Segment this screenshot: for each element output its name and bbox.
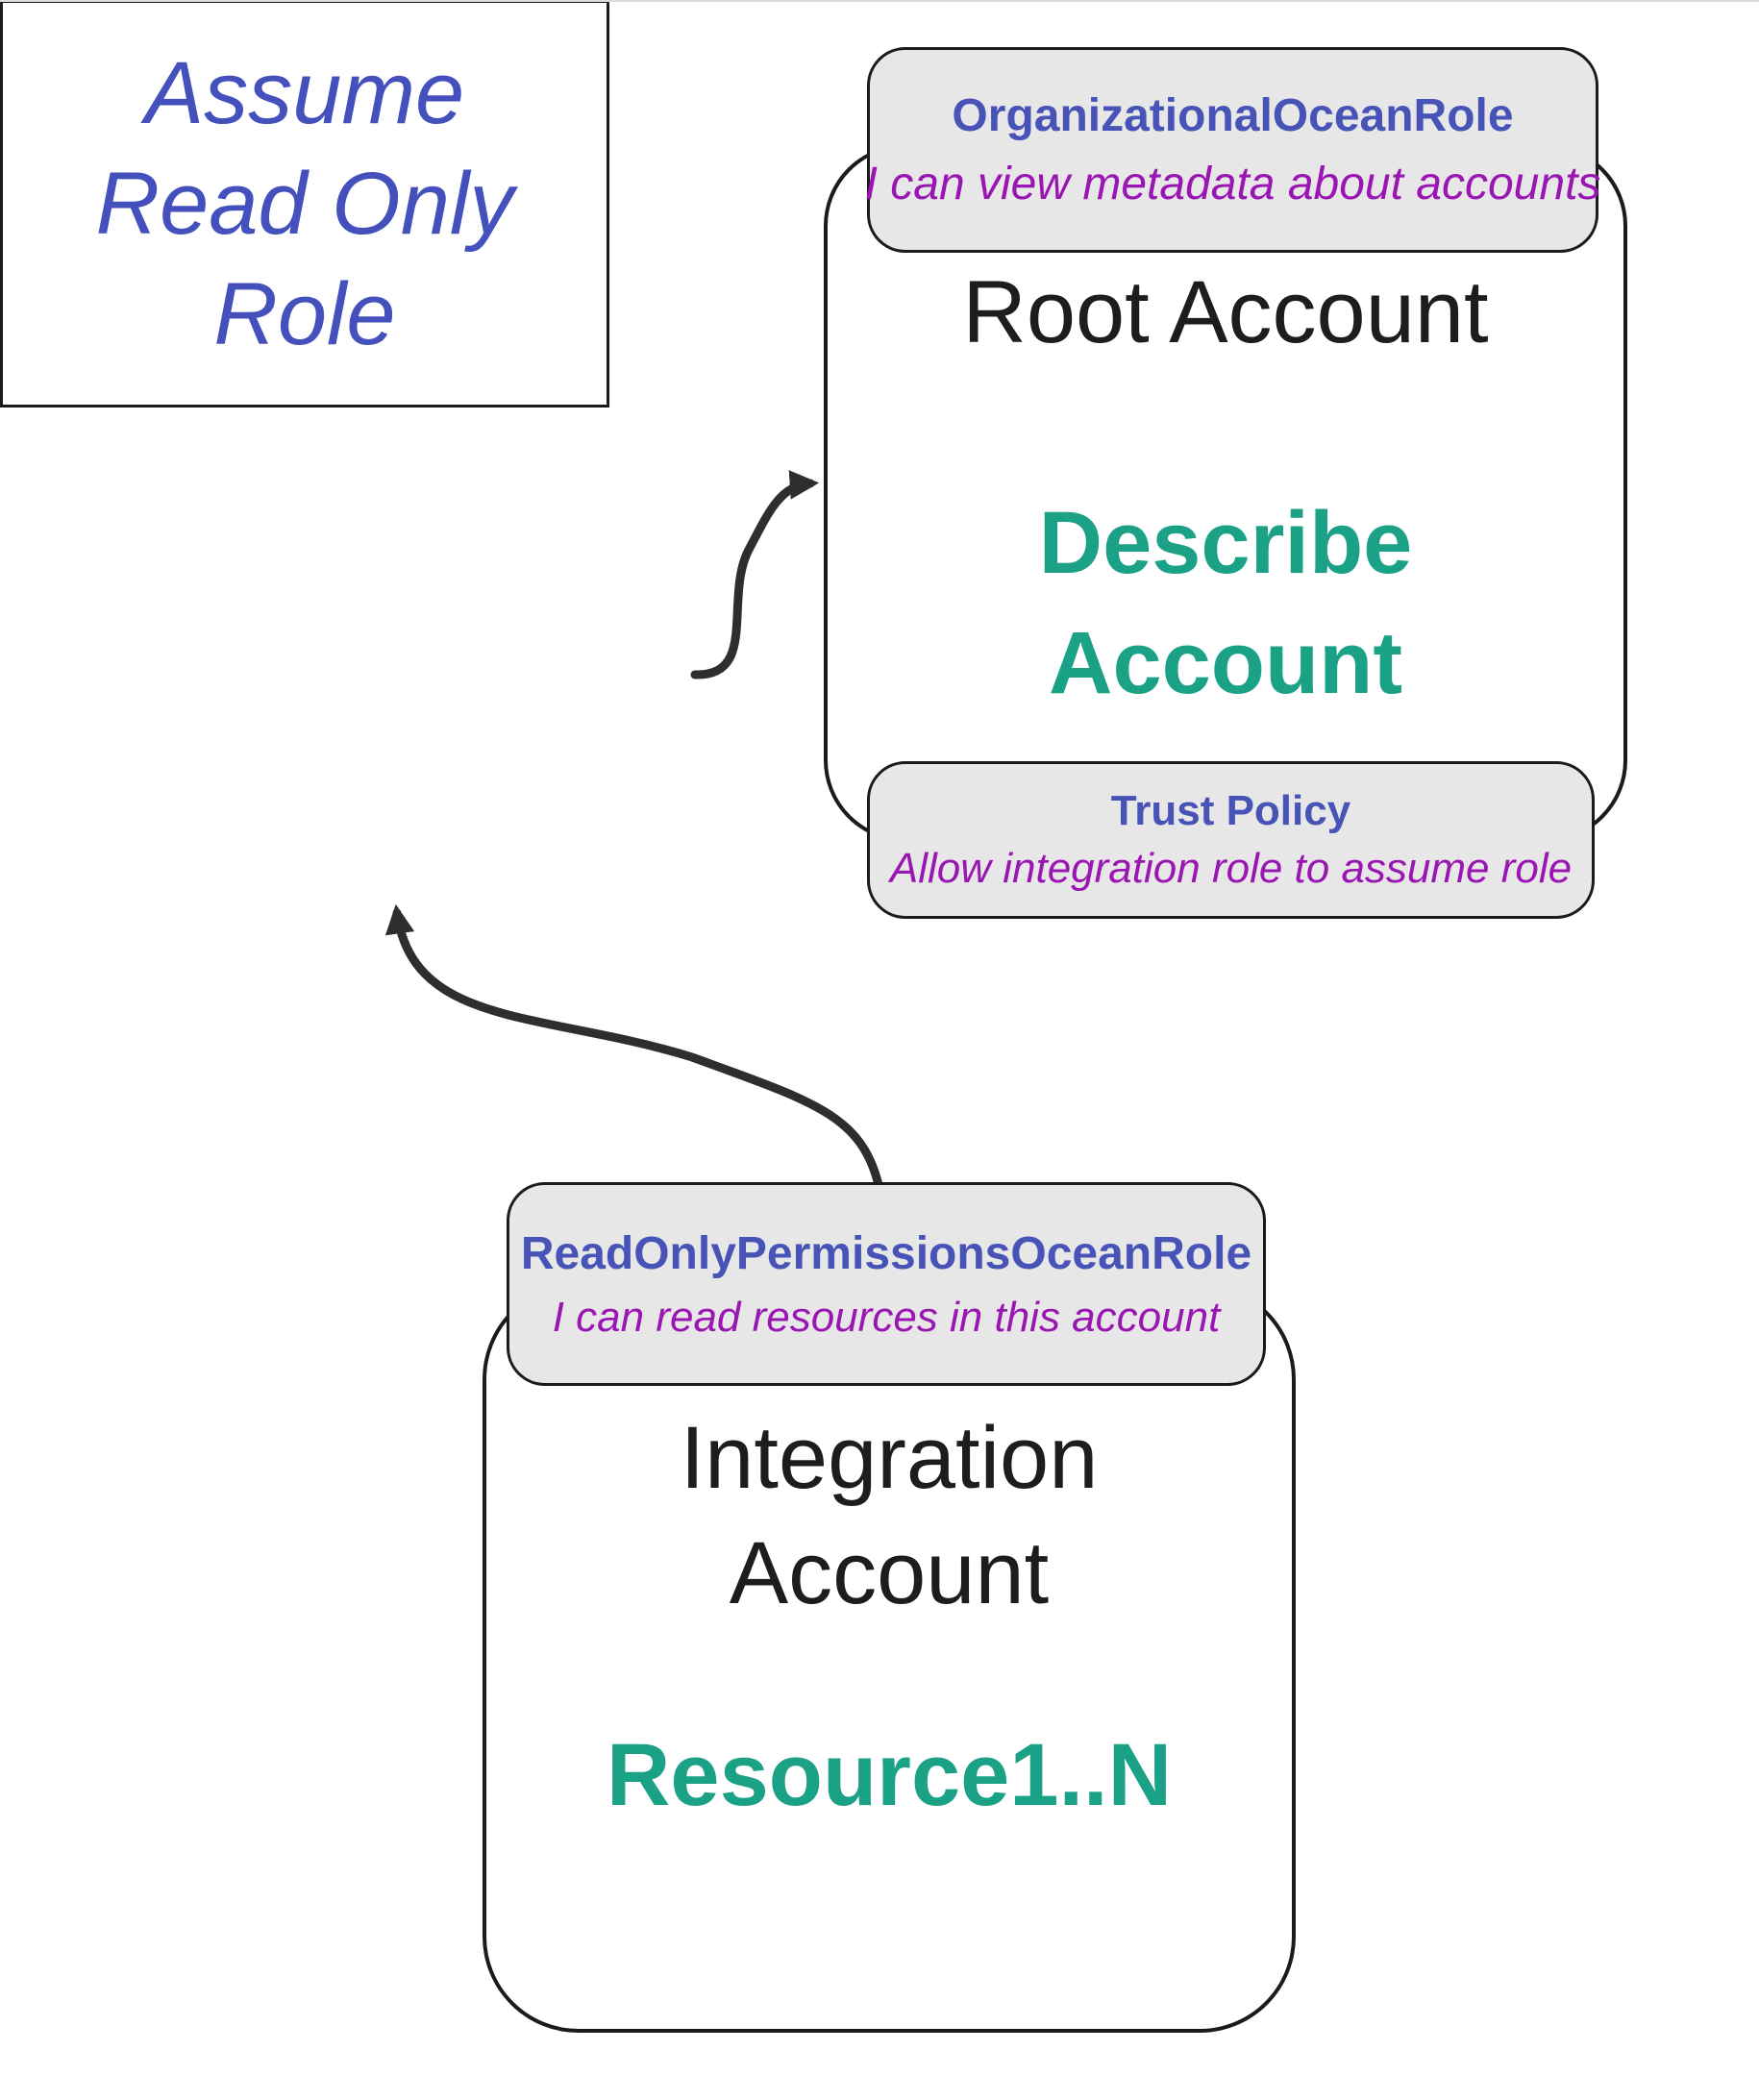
readonly-permissions-role-description: I can read resources in this account: [552, 1293, 1221, 1341]
assume-role-line2: Read Only: [95, 154, 514, 253]
arrow-readonly-role-to-assume: [384, 903, 883, 1190]
organizational-ocean-role-name: OrganizationalOceanRole: [952, 90, 1514, 141]
top-border-line: [0, 0, 1759, 2]
readonly-permissions-role-badge: ReadOnlyPermissionsOceanRole I can read …: [507, 1182, 1266, 1386]
integration-account-title-line2: Account: [729, 1524, 1050, 1622]
root-account-box: [824, 144, 1627, 842]
trust-policy-badge: Trust Policy Allow integration role to a…: [867, 761, 1595, 919]
trust-policy-name: Trust Policy: [1110, 787, 1351, 834]
root-account-title: Root Account: [962, 263, 1489, 361]
assume-role-line3: Role: [213, 264, 396, 363]
assume-role-line1: Assume: [144, 43, 465, 142]
describe-account-action-line2: Account: [1049, 614, 1402, 712]
organizational-ocean-role-description: I can view metadata about accounts: [864, 159, 1601, 210]
integration-account-title-line1: Integration: [680, 1409, 1099, 1507]
organizational-ocean-role-badge: OrganizationalOceanRole I can view metad…: [864, 47, 1601, 253]
readonly-permissions-role-name: ReadOnlyPermissionsOceanRole: [520, 1227, 1252, 1279]
assume-read-only-role-box: Assume Read Only Role: [0, 0, 609, 408]
arrow-assume-to-root-account: [690, 470, 820, 679]
trust-policy-description: Allow integration role to assume role: [889, 845, 1573, 892]
describe-account-action-line1: Describe: [1038, 494, 1413, 592]
integration-account-box: [483, 1283, 1296, 2033]
integration-resources-label: Resource1..N: [606, 1726, 1173, 1824]
